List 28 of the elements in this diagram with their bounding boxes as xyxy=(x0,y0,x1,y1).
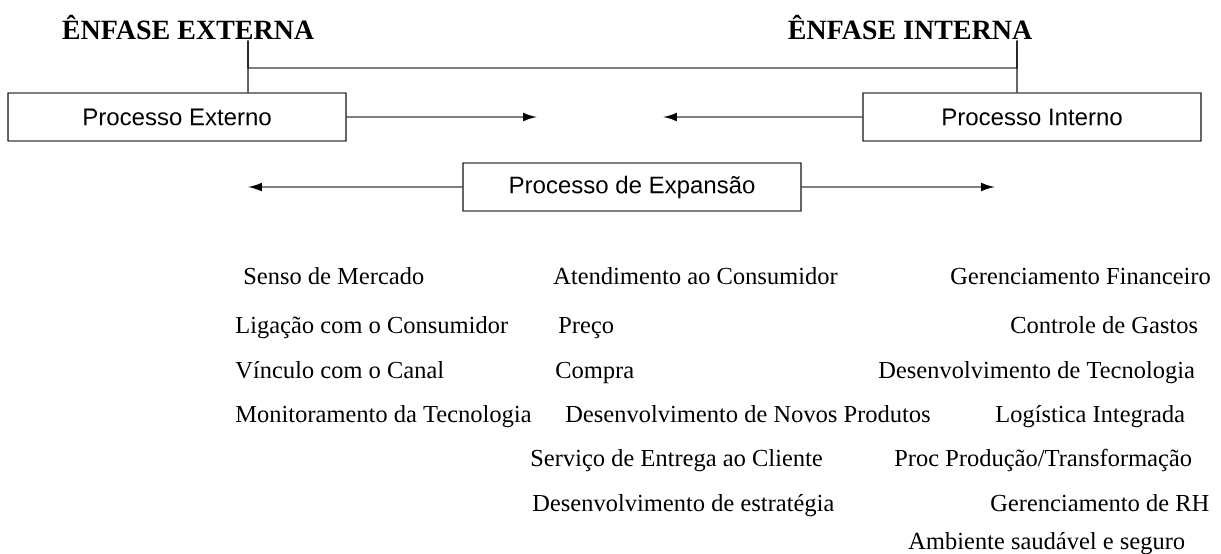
list-item: Controle de Gastos xyxy=(1011,316,1198,334)
list-item: Senso de Mercado xyxy=(244,267,424,285)
list-item: Desenvolvimento de estratégia xyxy=(532,493,834,517)
list-item: Atendimento ao Consumidor xyxy=(553,267,838,285)
process-box: Processo de Expansão xyxy=(462,162,802,212)
list-item: Compra xyxy=(556,361,634,384)
list-item: Gerenciamento de RH xyxy=(991,494,1209,512)
list-item: Logística Integrada xyxy=(995,404,1185,428)
arrow xyxy=(346,112,535,122)
list-item: Ambiente saudável e seguro xyxy=(908,531,1185,554)
process-box: Processo Externo xyxy=(7,92,347,142)
list-item: Vínculo com o Canal xyxy=(235,360,444,379)
list-item: Serviço de Entrega ao Cliente xyxy=(531,449,822,472)
list-item: Gerenciamento Financeiro xyxy=(951,267,1210,285)
process-box: Processo Interno xyxy=(862,92,1202,142)
connector-line xyxy=(1016,39,1018,93)
list-item: Desenvolvimento de Tecnologia xyxy=(878,361,1195,384)
arrow xyxy=(250,182,463,192)
list-item: Proc Produção/Transformação xyxy=(894,448,1192,472)
connector-line xyxy=(247,39,249,93)
list-item: Desenvolvimento de Novos Produtos xyxy=(565,405,930,423)
heading: ÊNFASE EXTERNA xyxy=(62,14,314,40)
arrow xyxy=(665,112,863,122)
list-item: Preço xyxy=(558,316,614,339)
heading: ÊNFASE INTERNA xyxy=(788,14,1032,40)
list-item: Ligação com o Consumidor xyxy=(235,316,508,339)
list-item: Monitoramento da Tecnologia xyxy=(235,405,532,428)
arrow xyxy=(801,182,993,192)
